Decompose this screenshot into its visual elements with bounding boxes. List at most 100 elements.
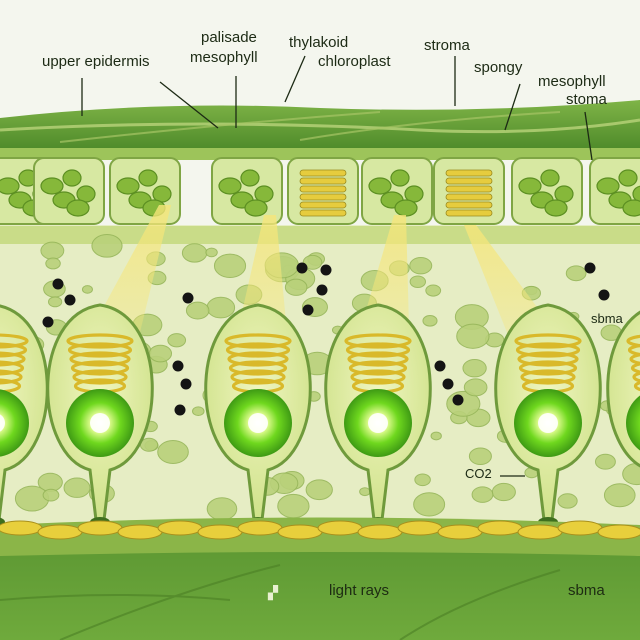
chloroplast-blob	[244, 199, 268, 217]
glow-core	[538, 413, 558, 433]
co2-dot	[442, 378, 454, 390]
lower-palisade-cell	[0, 520, 43, 536]
air-space-cell	[491, 482, 516, 502]
air-space-cell	[603, 483, 636, 508]
thylakoid-stack	[445, 169, 493, 177]
chloroplast-blob	[40, 177, 64, 195]
air-space-cell	[302, 254, 323, 270]
thylakoid-coil	[227, 351, 289, 367]
air-space-cell	[422, 315, 438, 327]
thylakoid-coil	[515, 342, 581, 358]
glow-core	[90, 413, 110, 433]
chloroplast-blob	[138, 169, 158, 187]
thylakoid-stack	[445, 209, 493, 217]
label-upper-epidermis: upper epidermis	[42, 53, 150, 70]
glowing-chloroplast	[0, 389, 29, 457]
thylakoid-coil	[67, 342, 133, 358]
lower-palisade-cell	[357, 524, 403, 540]
chloroplast-blob	[618, 169, 638, 187]
lower-palisade-cell	[37, 524, 83, 540]
thylakoid-coil	[629, 353, 640, 365]
co2-dot	[64, 294, 76, 306]
air-space-cell	[192, 406, 205, 417]
lower-palisade-cell	[157, 520, 203, 536]
thylakoid-coil	[633, 380, 640, 392]
co2-dot	[42, 316, 54, 328]
co2-dot	[172, 360, 184, 372]
air-space-cell	[91, 233, 123, 258]
lower-palisade-cell	[317, 520, 363, 536]
chloroplast-blob	[218, 177, 242, 195]
label-palisade-mesophyll: mesophyll	[190, 49, 258, 66]
co2-dot	[302, 304, 314, 316]
thylakoid-coil	[627, 343, 640, 357]
co2-dot	[320, 264, 332, 276]
air-space-cell	[305, 479, 333, 501]
thylakoid-coil	[345, 342, 411, 358]
co2-dot	[434, 360, 446, 372]
air-space-cell	[157, 440, 189, 464]
label-co2: CO2	[465, 466, 492, 481]
air-space-cell	[81, 285, 93, 294]
thylakoid-coil	[344, 333, 412, 349]
label-mesophyll: mesophyll	[538, 73, 606, 90]
lower-palisade-cell	[117, 524, 163, 540]
chloroplast-blob	[390, 169, 410, 187]
label-light-rays: light rays	[329, 582, 390, 599]
thylakoid-coil	[520, 369, 576, 385]
air-space-cell	[414, 473, 431, 487]
thylakoid-coil	[350, 369, 406, 385]
lower-palisade-cell	[277, 524, 323, 540]
air-space-cell	[425, 284, 442, 297]
thylakoid-coil	[348, 360, 408, 376]
co2-dot	[316, 284, 328, 296]
co2-dot	[598, 289, 610, 301]
chloroplast-blob	[622, 199, 640, 217]
thylakoid-coil	[230, 369, 286, 385]
air-space-cell	[471, 486, 494, 503]
palisade-cell-row	[0, 157, 640, 225]
air-space-cell	[167, 333, 187, 348]
thylakoid-stack	[445, 193, 493, 201]
co2-molecules	[42, 262, 610, 416]
lower-palisade-cell	[597, 524, 640, 540]
chloroplast-blob	[394, 199, 418, 217]
thylakoid-coil	[224, 333, 292, 349]
air-space-cell	[185, 301, 210, 320]
label-spongy: spongy	[474, 59, 523, 76]
thylakoid-stack	[299, 209, 347, 217]
thylakoid-coil	[626, 334, 640, 348]
thylakoid-coil	[514, 333, 582, 349]
thylakoid-coil	[0, 369, 23, 385]
air-space-cell	[148, 344, 173, 363]
air-space-cell	[14, 485, 50, 512]
glowing-chloroplast	[626, 395, 640, 451]
chloroplast-blob	[0, 177, 20, 195]
co2-dot	[182, 292, 194, 304]
chloroplast-blob	[62, 169, 82, 187]
thylakoid-stack	[445, 177, 493, 185]
co2-dot	[174, 404, 186, 416]
label-sbma-bottom: sbma	[568, 582, 605, 599]
thylakoid-coil	[225, 342, 291, 358]
glow-core	[0, 414, 5, 432]
chloroplast-blob	[518, 177, 542, 195]
chloroplast-blob	[240, 169, 260, 187]
air-space-cell	[45, 257, 61, 270]
air-space-cell	[468, 447, 492, 466]
label-palisade: palisade	[201, 29, 257, 46]
chloroplast-blob	[632, 185, 640, 203]
small-marker-glyph: ▞	[268, 585, 278, 600]
thylakoid-coil	[632, 371, 640, 383]
air-space-cell	[63, 477, 91, 498]
thylakoid-coil	[0, 360, 25, 376]
lower-palisade-cell	[77, 520, 123, 536]
thylakoid-coil	[517, 351, 579, 367]
co2-dot	[52, 278, 64, 290]
lower-palisade-cell	[557, 520, 603, 536]
air-space-cell	[277, 493, 310, 519]
thylakoid-coil	[66, 333, 134, 349]
label-sbma-mid: sbma	[591, 311, 623, 326]
thylakoid-coil	[630, 362, 640, 374]
glow-core	[368, 413, 388, 433]
